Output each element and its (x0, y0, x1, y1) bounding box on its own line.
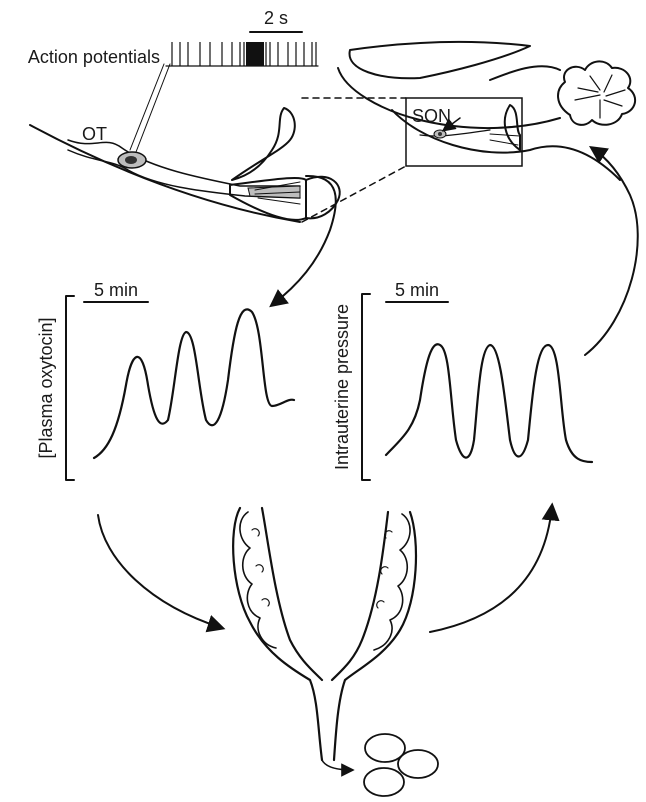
intrauterine-pressure-bracket (362, 294, 370, 480)
hypothalamus-floor (30, 125, 300, 222)
midbrain-edge (490, 66, 560, 80)
small-neuron-nucleus (438, 132, 442, 136)
brain-sagittal-icon: SON (338, 42, 635, 180)
action-potential-raster: 2 s Action potentials (28, 8, 318, 152)
intrauterine-pressure-trace (386, 344, 592, 462)
plasma-oxytocin-panel: [Plasma oxytocin] 5 min (36, 280, 294, 480)
plasma-oxytocin-bracket (66, 296, 74, 480)
axon-tract-upper (68, 140, 300, 186)
timescale-left-label: 5 min (94, 280, 138, 300)
spike-train (172, 42, 316, 66)
uterine-horn-right-outer (334, 512, 416, 760)
uterine-horn-left-inner (262, 508, 322, 680)
son-label: SON (412, 106, 451, 126)
left-fetal-sacs (240, 512, 276, 648)
arrow-plasma-to-uterus (98, 515, 222, 628)
pituitary-stalk (232, 108, 295, 180)
birth-arrow (322, 760, 352, 770)
corpus-callosum (350, 42, 530, 78)
electrode-line-left (130, 64, 164, 150)
action-potentials-label: Action potentials (28, 47, 160, 67)
right-fetal-sacs (374, 514, 410, 650)
electrode-line-right (136, 64, 170, 152)
zoom-line-bottom (302, 166, 406, 222)
uterus-fetuses-icon (233, 508, 438, 796)
arrow-pressure-to-brain (585, 148, 638, 355)
newborn-3 (364, 768, 404, 796)
timescale-top-label: 2 s (264, 8, 288, 28)
plasma-oxytocin-trace (94, 309, 294, 458)
ot-label: OT (82, 124, 107, 144)
cerebellum (558, 61, 635, 124)
plasma-oxytocin-label: [Plasma oxytocin] (36, 317, 56, 458)
newborn-2 (398, 750, 438, 778)
timescale-right-label: 5 min (395, 280, 439, 300)
intrauterine-pressure-panel: Intrauterine pressure 5 min (332, 280, 592, 480)
neuron-nucleus (125, 156, 137, 164)
intrauterine-pressure-label: Intrauterine pressure (332, 304, 352, 470)
cerebellum-folia (575, 75, 625, 118)
hypothalamus-pituitary-icon: OT (30, 108, 340, 222)
arrow-uterus-to-pressure (430, 506, 552, 632)
small-axon-tract (420, 130, 490, 136)
